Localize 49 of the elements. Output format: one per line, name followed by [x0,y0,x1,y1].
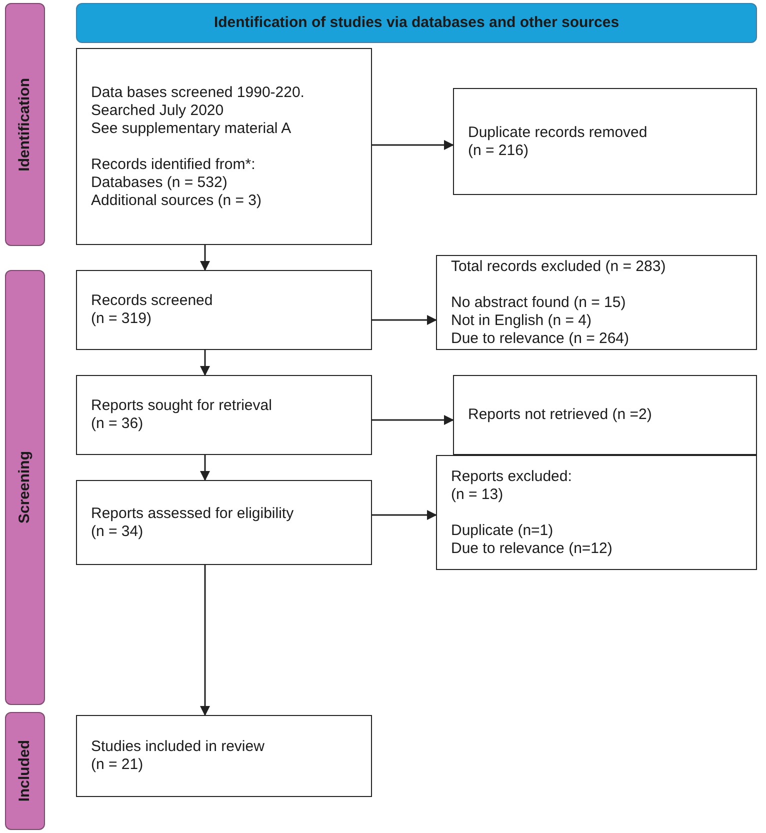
arrow [372,415,454,425]
phase-band [5,712,45,830]
process-box [76,270,372,350]
arrow [200,565,210,716]
process-box [76,48,372,245]
box-text: (n = 13) [451,486,504,504]
arrow [200,245,210,271]
box-text: (n = 34) [91,522,144,540]
process-box [76,480,372,565]
box-text: Not in English (n = 4) [451,312,592,330]
header-bar: Identification of studies via databases and other sources [76,3,757,43]
box-text: Records identified from*: [91,156,256,174]
process-box [453,88,757,195]
box-text: (n = 319) [91,310,152,328]
box-text: (n = 36) [91,415,144,433]
box-text: Records screened [91,292,214,310]
box-text: Duplicate (n=1) [451,522,554,540]
phase-band [5,270,45,705]
box-text: (n = 216) [468,142,530,160]
box-text: Total records excluded (n = 283) [451,258,667,276]
box-text: No abstract found (n = 15) [451,294,627,312]
phase-label: Included [14,740,34,802]
arrow [372,315,437,325]
arrow [372,510,437,520]
process-box [453,375,757,455]
box-text: Due to relevance (n = 264) [451,330,630,348]
box-text: (n = 21) [91,756,144,774]
box-text: Reports excluded: [451,468,573,486]
box-text: Reports not retrieved (n =2) [468,406,653,424]
process-box [436,255,757,350]
box-text: Studies included in review [91,738,266,756]
arrow [372,140,454,150]
box-text: Due to relevance (n=12) [451,540,614,558]
phase-band [5,3,45,246]
phase-label: Identification [14,78,34,172]
process-box [436,455,757,570]
process-box [76,715,372,797]
phase-label: Screening [14,451,34,524]
arrow [200,455,210,481]
box-text: Searched July 2020 [91,102,225,120]
arrow [200,350,210,376]
box-text: Duplicate records removed [468,124,648,142]
box-text: Reports sought for retrieval [91,397,273,415]
process-box [76,375,372,455]
box-text: Additional sources (n = 3) [91,192,263,210]
box-text: See supplementary material A [91,120,292,138]
box-text: Reports assessed for eligibility [91,504,295,522]
box-text: Databases (n = 532) [91,174,228,192]
box-text: Data bases screened 1990-220. [91,84,306,102]
